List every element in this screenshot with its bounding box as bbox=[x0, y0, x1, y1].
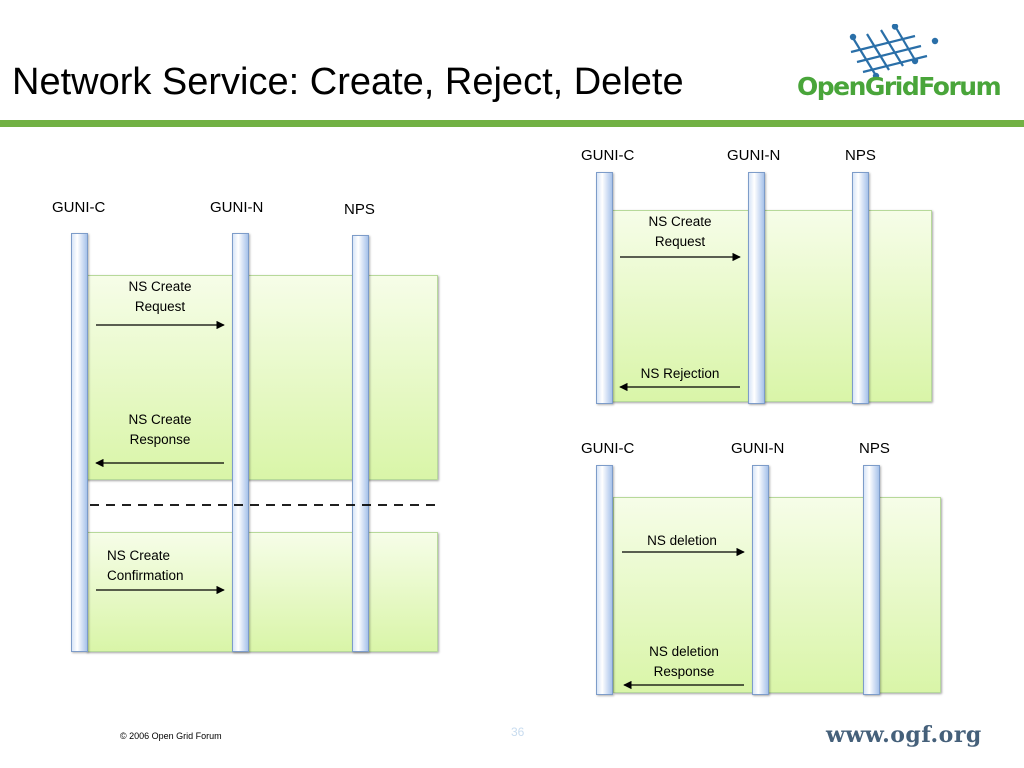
lifeline-guni-c bbox=[596, 465, 613, 695]
actor-guni-c-label: GUNI-C bbox=[581, 440, 635, 457]
actor-guni-c-label: GUNI-C bbox=[581, 147, 635, 164]
reject-phase-box bbox=[611, 210, 932, 402]
slide-title: Network Service: Create, Reject, Delete bbox=[12, 61, 684, 103]
lifeline-guni-c bbox=[596, 172, 613, 404]
footer-url: www.ogf.org bbox=[826, 722, 982, 748]
actor-nps-label: NPS bbox=[344, 201, 375, 218]
message-ns-rejection: NS Rejection bbox=[620, 364, 740, 384]
open-grid-forum-logo-icon bbox=[849, 24, 939, 80]
lifeline-guni-n bbox=[232, 233, 249, 652]
lifeline-guni-c bbox=[71, 233, 88, 652]
message-line: NS deletion bbox=[649, 644, 719, 659]
actor-guni-c-label: GUNI-C bbox=[52, 199, 106, 216]
footer-copyright: © 2006 Open Grid Forum bbox=[120, 731, 222, 741]
message-line: Request bbox=[654, 234, 706, 249]
message-line: NS Rejection bbox=[640, 366, 720, 381]
actor-nps-label: NPS bbox=[845, 147, 876, 164]
create-phase-box bbox=[86, 275, 438, 480]
confirm-phase-box bbox=[86, 532, 438, 652]
message-line: NS Create bbox=[107, 548, 171, 563]
lifeline-guni-n bbox=[748, 172, 765, 404]
page-number: 36 bbox=[511, 725, 525, 739]
lifeline-nps bbox=[863, 465, 880, 695]
message-ns-deletion-response: NS deletion Response bbox=[624, 642, 744, 682]
message-line: Request bbox=[134, 299, 186, 314]
message-ns-create-confirmation: NS Create Confirmation bbox=[107, 546, 227, 586]
actor-guni-n-label: GUNI-N bbox=[731, 440, 785, 457]
message-ns-create-request: NS Create Request bbox=[100, 277, 220, 317]
message-line: NS Create bbox=[648, 214, 712, 229]
message-line: Response bbox=[129, 432, 191, 447]
actor-nps-label: NPS bbox=[859, 440, 890, 457]
message-line: NS Create bbox=[128, 412, 192, 427]
message-ns-create-request: NS Create Request bbox=[620, 212, 740, 252]
lifeline-nps bbox=[852, 172, 869, 404]
message-line: Confirmation bbox=[107, 568, 184, 583]
message-line: Response bbox=[653, 664, 715, 679]
title-underline bbox=[0, 120, 1024, 127]
message-ns-create-response: NS Create Response bbox=[100, 410, 220, 450]
lifeline-guni-n bbox=[752, 465, 769, 695]
logo-text: OpenGridForum bbox=[797, 72, 1002, 101]
actor-guni-n-label: GUNI-N bbox=[727, 147, 781, 164]
lifeline-nps bbox=[352, 235, 369, 652]
message-line: NS Create bbox=[128, 279, 192, 294]
message-line: NS deletion bbox=[647, 533, 717, 548]
actor-guni-n-label: GUNI-N bbox=[210, 199, 264, 216]
delete-phase-box bbox=[613, 497, 941, 693]
message-ns-deletion: NS deletion bbox=[622, 531, 742, 551]
